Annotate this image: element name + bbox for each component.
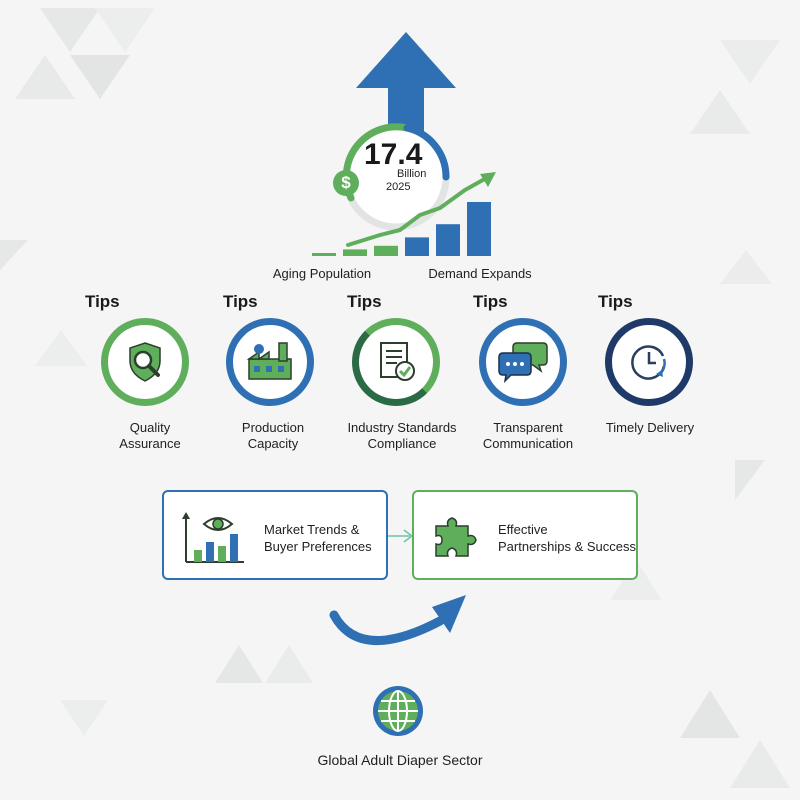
growth-bar [467,202,491,256]
growth-bar [343,249,367,256]
chart-eye-icon [182,512,244,563]
growth-bar [312,253,336,256]
factory-icon [246,342,292,380]
footer-label: Global Adult Diaper Sector [317,752,483,768]
growth-bar [436,224,460,256]
growth-bars [312,202,491,256]
communication-ring [479,318,567,406]
market-value-year: 2025 [386,181,411,193]
demand-expands-caption: Demand Expands [428,266,532,281]
checklist-document-icon [380,342,415,381]
quality-ring [101,318,189,406]
growth-bar [374,245,398,256]
globe-icon [373,686,423,736]
trend-arrow-icon [480,172,496,187]
shield-magnifier-icon [129,342,161,382]
growth-illustration [312,32,496,256]
tip-label: Timely Delivery [605,420,695,435]
market-value-unit: Billion [397,168,427,180]
trend-line [346,174,492,247]
puzzle-icon [435,517,477,557]
market-value: 17.4 [364,138,423,171]
tip-heading: Tips [598,292,633,311]
tip-heading: Tips [473,292,508,311]
standards-ring [352,318,440,406]
tip-heading: Tips [85,292,120,311]
market-trends-box: Market Trends &Buyer Preferences [162,490,388,580]
tip-heading: Tips [347,292,382,311]
market-trends-label: Market Trends &Buyer Preferences [264,522,372,554]
delivery-ring [605,318,693,406]
aging-population-caption: Aging Population [272,266,372,281]
clock-icon [631,345,666,380]
curved-arrow-icon [329,595,466,645]
growth-bar [405,237,429,256]
dollar-icon: $ [333,170,359,196]
chat-bubbles-icon [498,342,548,384]
production-ring [226,318,314,406]
tip-heading: Tips [223,292,258,311]
